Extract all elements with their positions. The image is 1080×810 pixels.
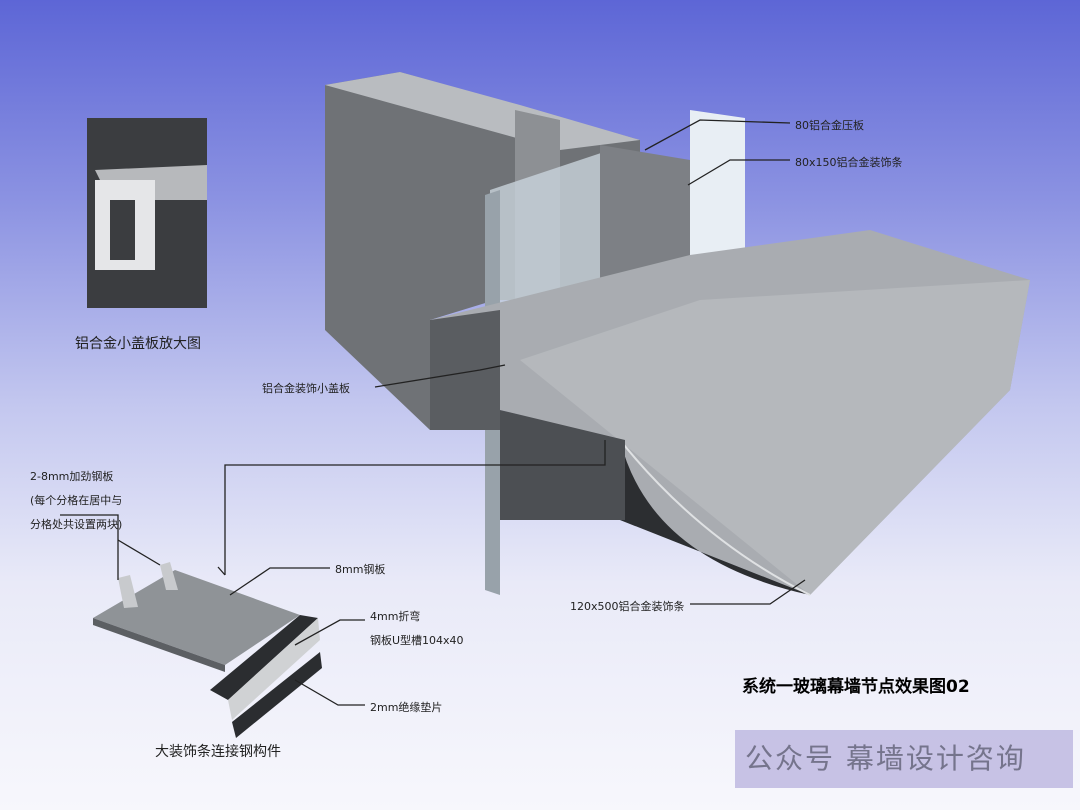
- leader-lines: [60, 119, 806, 706]
- inset-caption: 铝合金小盖板放大图: [75, 336, 201, 352]
- label-decor-strip-small: 80x150铝合金装饰条: [795, 156, 903, 169]
- mullion-3d-model: [325, 72, 1030, 596]
- steel-connector-model: [93, 562, 322, 738]
- label-stiffener-2: (每个分格在居中与: [30, 494, 123, 507]
- inset-enlarged-cover-plate: [87, 118, 207, 308]
- label-stiffener-3: 分格处共设置两块): [30, 518, 123, 531]
- label-stiffener-1: 2-8mm加劲钢板: [30, 470, 114, 483]
- label-u-channel-1: 4mm折弯: [370, 610, 421, 623]
- label-small-cover: 铝合金装饰小盖板: [262, 382, 350, 395]
- label-insulation: 2mm绝缘垫片: [370, 701, 443, 714]
- connector-caption: 大装饰条连接钢构件: [155, 744, 281, 760]
- watermark: 公众号 幕墙设计咨询: [735, 730, 1073, 788]
- label-u-channel-2: 钢板U型槽104x40: [370, 634, 464, 647]
- label-pressure-plate: 80铝合金压板: [795, 119, 864, 132]
- label-steel-plate: 8mm钢板: [335, 563, 386, 576]
- label-decor-strip-large: 120x500铝合金装饰条: [570, 600, 685, 613]
- diagram-title: 系统一玻璃幕墙节点效果图02: [742, 677, 970, 697]
